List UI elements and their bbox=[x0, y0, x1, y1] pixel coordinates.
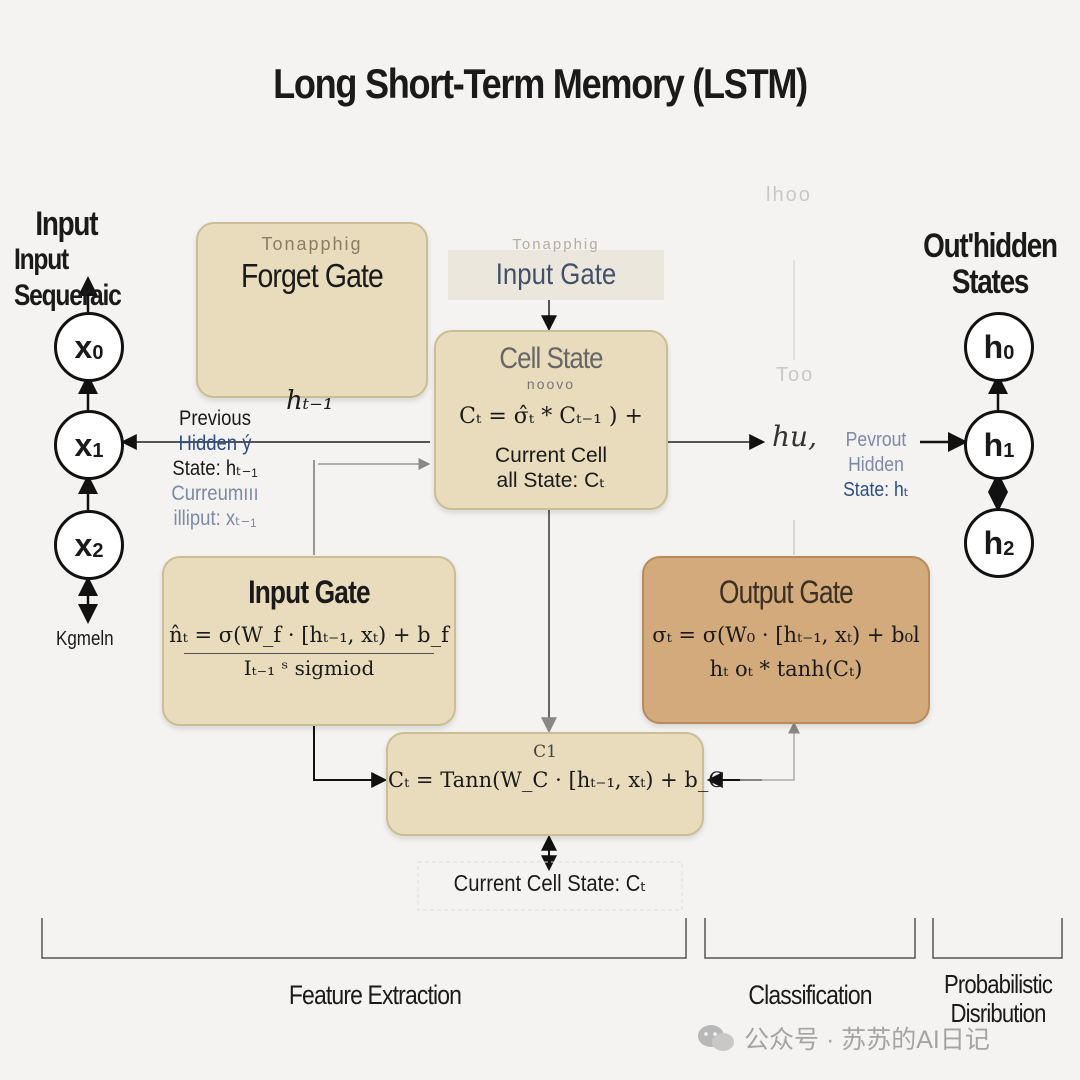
input-gate-top-title: Input Gate bbox=[495, 258, 617, 291]
output-gate-note: hₜ oₜ * tanh(Cₜ) bbox=[709, 657, 863, 681]
wechat-icon bbox=[698, 1025, 734, 1051]
forget-gate-box: Tonapphig Forget Gate bbox=[196, 222, 428, 398]
cell-state-title: Cell State bbox=[499, 342, 603, 375]
ghost-text-top-right: lhoo bbox=[766, 184, 812, 206]
watermark-text: 公众号 · 苏苏的AI日记 bbox=[744, 1026, 990, 1054]
cell-state-caption-1: Current Cell bbox=[494, 444, 608, 467]
cell-state-box: Cell State noovo Cₜ = σ̂ₜ * Cₜ₋₁ ) + Cur… bbox=[434, 330, 668, 510]
current-cell-state-bottom: Current Cell State: Cₜ bbox=[453, 870, 647, 896]
section-probabilistic-distribution: Probabilistic Disribution bbox=[943, 969, 1053, 1028]
output-gate-title: Output Gate bbox=[719, 574, 854, 610]
input-gate-box: Input Gate n̂ₜ = σ(W_f · [hₜ₋₁, xₜ) + b_… bbox=[162, 556, 456, 726]
cell-state-ghost-text: noovo bbox=[526, 376, 576, 392]
diagram-title: Long Short-Term Memory (LSTM) bbox=[273, 60, 808, 107]
previous-hidden-text: Previous Hidden ý State: hₜ₋₁ Curreumııı… bbox=[171, 407, 259, 530]
candidate-equation: Cₜ = Tann(W_C · [hₜ₋₁, xₜ) + b_C bbox=[388, 768, 725, 792]
cell-state-equation: Cₜ = σ̂ₜ * Cₜ₋₁ ) + bbox=[459, 404, 643, 429]
input-gate-note: Iₜ₋₁ ˢ sigmiod bbox=[184, 653, 434, 680]
candidate-top-label: C1 bbox=[533, 742, 557, 762]
output-gate-box: Output Gate σₜ = σ(W₀ · [hₜ₋₁, xₜ) + b₀l… bbox=[642, 556, 930, 724]
forget-gate-ghost-text: Tonapphig bbox=[261, 234, 363, 254]
kgmeln-label: Kgmeln bbox=[56, 628, 114, 650]
candidate-cell-box: C1 Cₜ = Tann(W_C · [hₜ₋₁, xₜ) + b_C bbox=[386, 732, 725, 836]
input-sequence-label: Input Input Sequeraic bbox=[14, 205, 122, 312]
watermark: 公众号 · 苏苏的AI日记 bbox=[696, 1020, 1056, 1056]
section-classification: Classification bbox=[748, 980, 872, 1010]
output-gate-equation: σₜ = σ(W₀ · [hₜ₋₁, xₜ) + b₀l bbox=[652, 623, 920, 647]
ghost-text-mid-right: Too bbox=[776, 364, 815, 386]
input-gate-ghost-text: Tonapphig bbox=[512, 236, 600, 253]
section-feature-extraction: Feature Extraction bbox=[288, 980, 462, 1010]
input-gate-top-box: Tonapphig Input Gate bbox=[448, 236, 664, 300]
forget-gate-title: Forget Gate bbox=[241, 257, 384, 294]
cell-state-caption-2: all State: Cₜ bbox=[496, 469, 606, 492]
pevrout-hidden-text: Pevrout Hidden State: hₜ bbox=[843, 429, 909, 501]
output-hidden-states-label: Out'hidden States bbox=[923, 227, 1058, 301]
hu-label: hu, bbox=[772, 420, 817, 453]
input-gate-title: Input Gate bbox=[248, 574, 370, 610]
input-gate-equation: n̂ₜ = σ(W_f · [hₜ₋₁, xₜ) + b_f bbox=[169, 623, 449, 647]
forget-gate-h-label: hₜ₋₁ bbox=[286, 386, 334, 416]
